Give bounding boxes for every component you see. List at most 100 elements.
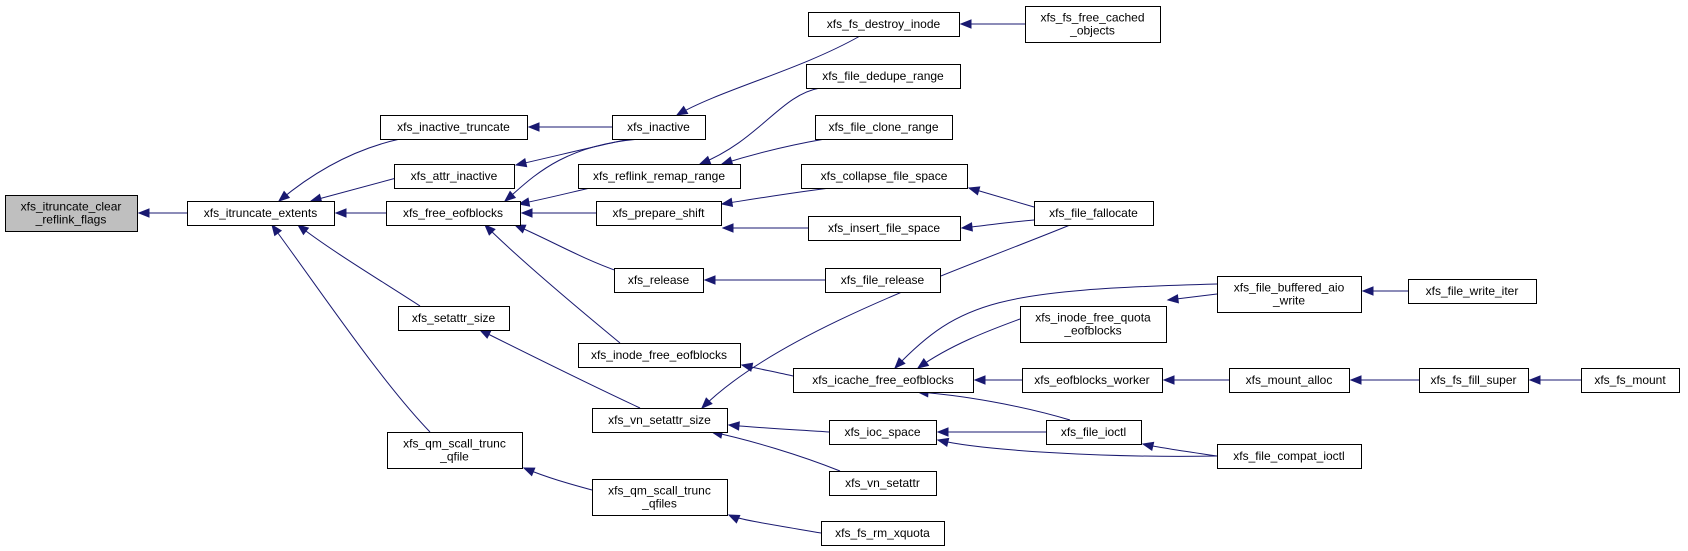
edge-n23-to-n13 xyxy=(727,514,822,534)
node-box xyxy=(1034,201,1154,226)
node-label: _qfiles xyxy=(641,497,677,511)
function-node-xfs-fs-mount[interactable]: xfs_fs_mount xyxy=(1581,368,1680,393)
function-node-xfs-collapse-file-space[interactable]: xfs_collapse_file_space xyxy=(801,164,968,189)
function-node-xfs-fs-free-cached-objects[interactable]: xfs_fs_free_cached_objects xyxy=(1025,6,1161,43)
node-box xyxy=(1020,306,1167,343)
function-node-xfs-file-write-iter[interactable]: xfs_file_write_iter xyxy=(1408,279,1537,304)
node-box xyxy=(387,432,523,469)
edge-n14-to-n7 xyxy=(675,35,861,116)
edge-n24-to-n14 xyxy=(959,19,1025,29)
edge-layer xyxy=(137,19,1582,534)
node-box xyxy=(386,201,521,226)
function-node-xfs-attr-inactive[interactable]: xfs_attr_inactive xyxy=(394,164,515,189)
edge-n13-to-n6 xyxy=(522,467,593,491)
node-box xyxy=(1217,444,1362,469)
node-box xyxy=(1217,276,1362,313)
function-node-xfs-ioc-space[interactable]: xfs_ioc_space xyxy=(829,420,937,445)
function-node-xfs-file-ioctl[interactable]: xfs_file_ioctl xyxy=(1046,420,1142,445)
node-label: _objects xyxy=(1069,24,1115,38)
node-label: xfs_inactive xyxy=(627,120,690,134)
node-box xyxy=(1419,368,1529,393)
edge-n7-to-n4 xyxy=(503,138,641,202)
edge-n32-to-n30 xyxy=(1361,286,1409,296)
edge-n2-to-n1 xyxy=(277,138,401,202)
edge-n29-to-n21 xyxy=(936,437,1218,457)
edge-n28-to-n20 xyxy=(916,388,1071,421)
edge-n21-to-n12 xyxy=(727,421,830,433)
node-box xyxy=(1229,368,1350,393)
edge-n27-to-n20 xyxy=(973,375,1023,385)
node-box xyxy=(1022,368,1163,393)
node-label: xfs_file_clone_range xyxy=(828,120,938,134)
node-label: _qfile xyxy=(439,450,469,464)
function-node-xfs-vn-setattr-size[interactable]: xfs_vn_setattr_size xyxy=(592,408,728,433)
function-node-xfs-release[interactable]: xfs_release xyxy=(614,268,704,293)
function-node-xfs-inode-free-quota-eofblocks[interactable]: xfs_inode_free_quota_eofblocks xyxy=(1020,306,1167,343)
function-node-xfs-qm-scall-trunc-qfile[interactable]: xfs_qm_scall_trunc_qfile xyxy=(387,432,523,469)
function-node-xfs-prepare-shift[interactable]: xfs_prepare_shift xyxy=(596,201,722,226)
function-node-xfs-file-dedupe-range[interactable]: xfs_file_dedupe_range xyxy=(806,64,961,89)
node-label: xfs_file_buffered_aio xyxy=(1234,281,1345,295)
function-node-xfs-inactive[interactable]: xfs_inactive xyxy=(612,115,706,140)
node-box xyxy=(5,195,138,232)
function-node-xfs-itruncate-extents[interactable]: xfs_itruncate_extents xyxy=(187,201,335,226)
node-label: xfs_vn_setattr_size xyxy=(608,413,711,427)
function-node-xfs-inode-free-eofblocks[interactable]: xfs_inode_free_eofblocks xyxy=(578,343,741,368)
node-box xyxy=(1581,368,1680,393)
node-label: xfs_file_dedupe_range xyxy=(822,69,944,83)
node-label: xfs_eofblocks_worker xyxy=(1034,373,1149,387)
node-label: xfs_free_eofblocks xyxy=(403,206,503,220)
node-label: xfs_inode_free_eofblocks xyxy=(591,348,727,362)
function-node-xfs-file-buffered-aio-write[interactable]: xfs_file_buffered_aio_write xyxy=(1217,276,1362,313)
function-node-xfs-fs-destroy-inode[interactable]: xfs_fs_destroy_inode xyxy=(808,12,960,37)
node-label: xfs_file_fallocate xyxy=(1049,206,1138,220)
function-node-xfs-fs-fill-super[interactable]: xfs_fs_fill_super xyxy=(1419,368,1529,393)
function-node-xfs-free-eofblocks[interactable]: xfs_free_eofblocks xyxy=(386,201,521,226)
edge-n30-to-n20 xyxy=(894,283,1218,369)
node-box xyxy=(808,12,960,37)
function-node-xfs-file-compat-ioctl[interactable]: xfs_file_compat_ioctl xyxy=(1217,444,1362,469)
node-layer: xfs_itruncate_clear_reflink_flags xfs_itr… xyxy=(5,6,1680,546)
function-node-xfs-mount-alloc[interactable]: xfs_mount_alloc xyxy=(1229,368,1350,393)
function-node-xfs-insert-file-space[interactable]: xfs_insert_file_space xyxy=(808,216,961,241)
node-box xyxy=(825,268,941,293)
node-box xyxy=(578,343,741,368)
node-label: xfs_mount_alloc xyxy=(1246,373,1333,387)
edge-n1-to-n0 xyxy=(137,208,187,218)
node-box xyxy=(815,115,953,140)
function-node-xfs-reflink-remap-range[interactable]: xfs_reflink_remap_range xyxy=(578,164,741,189)
edge-n5-to-n1 xyxy=(296,224,421,307)
node-label: _write xyxy=(1272,294,1305,308)
node-label: xfs_ioc_space xyxy=(844,425,920,439)
function-node-xfs-setattr-size[interactable]: xfs_setattr_size xyxy=(398,306,510,331)
node-box xyxy=(793,368,974,393)
edge-n34-to-n33 xyxy=(1528,375,1582,385)
function-node-xfs-inactive-truncate[interactable]: xfs_inactive_truncate xyxy=(380,115,528,140)
node-label: xfs_file_write_iter xyxy=(1426,284,1519,298)
node-label: xfs_icache_free_eofblocks xyxy=(812,373,953,387)
node-label: xfs_fs_free_cached xyxy=(1040,11,1144,25)
edge-n17-to-n9 xyxy=(720,187,831,208)
function-node-xfs-fs-rm-xquota[interactable]: xfs_fs_rm_xquota xyxy=(821,521,945,546)
node-label: xfs_collapse_file_space xyxy=(821,169,948,183)
function-node-xfs-qm-scall-trunc-qfiles[interactable]: xfs_qm_scall_trunc_qfiles xyxy=(592,479,728,516)
node-label: xfs_vn_setattr xyxy=(845,476,920,490)
node-box xyxy=(612,115,706,140)
edge-n19-to-n10 xyxy=(703,275,825,285)
node-box xyxy=(1025,6,1161,43)
function-node-xfs-icache-free-eofblocks[interactable]: xfs_icache_free_eofblocks xyxy=(793,368,974,393)
function-node-xfs-eofblocks-worker[interactable]: xfs_eofblocks_worker xyxy=(1022,368,1163,393)
node-box xyxy=(592,408,728,433)
function-node-xfs-file-release[interactable]: xfs_file_release xyxy=(825,268,941,293)
edge-n33-to-n31 xyxy=(1349,375,1420,385)
function-node-xfs-file-clone-range[interactable]: xfs_file_clone_range xyxy=(815,115,953,140)
node-box xyxy=(1046,420,1142,445)
node-label: xfs_insert_file_space xyxy=(828,221,940,235)
function-node-xfs-itruncate-clear-reflink-flags[interactable]: xfs_itruncate_clear_reflink_flags xyxy=(5,195,138,232)
edge-n6-to-n1 xyxy=(271,223,431,433)
function-node-xfs-file-fallocate[interactable]: xfs_file_fallocate xyxy=(1034,201,1154,226)
function-node-xfs-vn-setattr[interactable]: xfs_vn_setattr xyxy=(829,471,937,496)
node-label: xfs_file_compat_ioctl xyxy=(1233,449,1344,463)
node-box xyxy=(596,201,722,226)
